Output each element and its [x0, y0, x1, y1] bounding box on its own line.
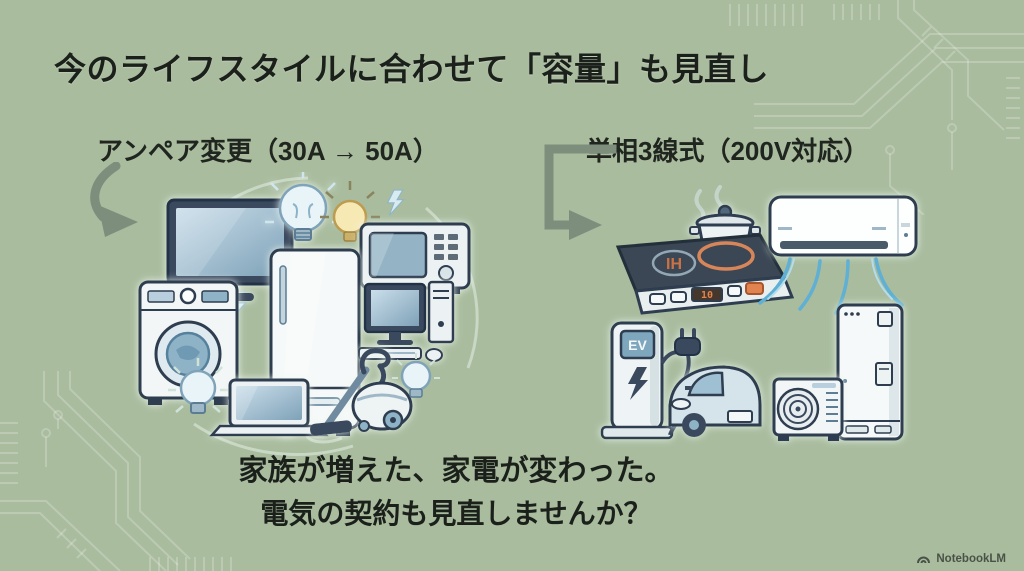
appliance-cluster-illustration: [138, 172, 479, 456]
ampere-section-heading: アンペア変更（30A → 50A）: [97, 136, 439, 166]
footer-message: 家族が増えた、家電が変わった。 電気の契約も見直しませんか？: [0, 450, 912, 534]
circuit-pattern-top-right: [729, 0, 1024, 215]
ev-charger-icon: EV: [600, 321, 701, 440]
desktop-computer-icon: [358, 280, 455, 362]
watermark: NotebookLM: [916, 552, 1006, 565]
ih-label: IH: [666, 256, 682, 273]
ih-display-value: 10: [701, 290, 713, 301]
water-heater-tank-icon: [836, 303, 904, 441]
curved-arrow-icon: [90, 162, 138, 237]
ev-label: EV: [628, 337, 647, 353]
tv-icon: [166, 198, 294, 301]
ih-cooktop-icon: IH 10: [615, 185, 795, 315]
vacuum-cleaner-icon: [309, 347, 413, 436]
elbow-arrow-icon: [544, 144, 617, 240]
microwave-icon: [359, 222, 471, 294]
notebooklm-logo-icon: [917, 556, 931, 564]
watermark-label: NotebookLM: [936, 552, 1006, 565]
light-bulb-icon: [392, 353, 440, 398]
light-bulb-icon: [168, 358, 228, 414]
power-plug-icon: [674, 328, 701, 356]
light-bulb-icon: [265, 172, 341, 241]
footer-line-1: 家族が増えた、家電が変わった。: [238, 455, 674, 487]
slide-title: 今のライフスタイルに合わせて「容量」も見直し: [54, 51, 770, 87]
footer-line-2: 電気の契約も見直しませんか？: [260, 497, 652, 529]
air-conditioner-icon: [768, 195, 918, 257]
three-wire-section-heading: 単相3線式（200V対応）: [586, 136, 870, 166]
high-voltage-cluster-illustration: IH 10: [600, 185, 918, 441]
electric-car-icon: [668, 365, 762, 437]
heat-pump-unit-icon: [772, 377, 844, 441]
light-bulb-lit-icon: [320, 181, 380, 242]
laptop-icon: [209, 378, 329, 437]
circuit-pattern-bottom-left: [0, 371, 232, 571]
